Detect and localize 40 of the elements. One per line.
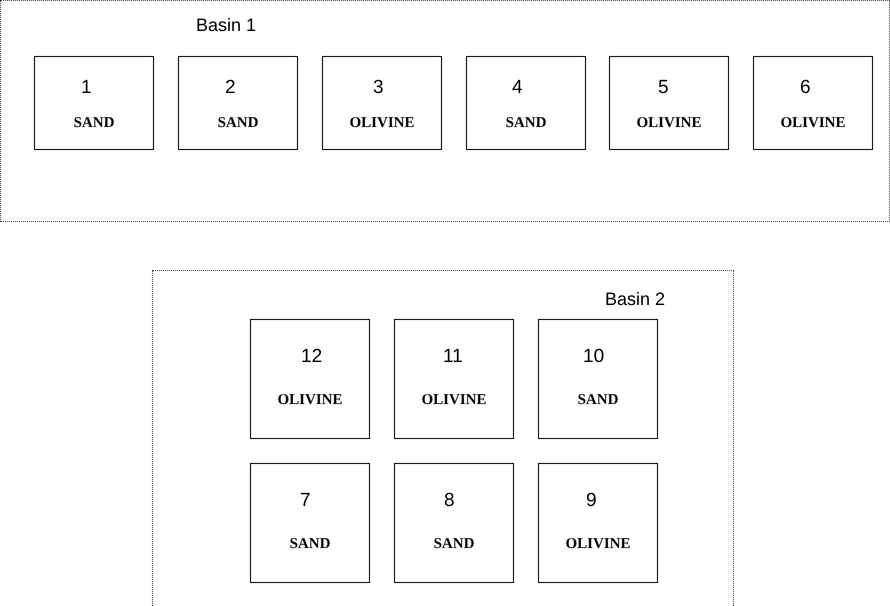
- cell-number: 9: [586, 490, 597, 512]
- basin-area: [0, 0, 890, 222]
- basin-label: Basin 1: [196, 15, 256, 36]
- cell-box: [322, 56, 442, 150]
- material-label: OLIVINE: [635, 115, 703, 132]
- material-label: SAND: [288, 536, 332, 553]
- material-label: OLIVINE: [348, 115, 416, 132]
- cell-box: [753, 56, 873, 150]
- basin-area: [152, 270, 734, 606]
- cell-box: [250, 319, 370, 439]
- material-label: OLIVINE: [276, 392, 344, 409]
- material-label: SAND: [72, 115, 116, 132]
- cell-box: [250, 463, 370, 583]
- cell-number: 2: [225, 77, 236, 99]
- cell-box: [34, 56, 154, 150]
- cell-box: [538, 463, 658, 583]
- cell-number: 3: [373, 77, 384, 99]
- material-label: SAND: [432, 536, 476, 553]
- cell-box: [394, 463, 514, 583]
- cell-box: [538, 319, 658, 439]
- cell-number: 6: [800, 77, 811, 99]
- cell-number: 12: [301, 346, 322, 368]
- material-label: OLIVINE: [564, 536, 632, 553]
- cell-box: [609, 56, 729, 150]
- material-label: OLIVINE: [779, 115, 847, 132]
- cell-number: 11: [443, 346, 463, 368]
- cell-box: [178, 56, 298, 150]
- material-label: SAND: [576, 392, 620, 409]
- cell-number: 1: [81, 77, 92, 99]
- basin-label: Basin 2: [605, 289, 666, 310]
- cell-number: 10: [583, 346, 604, 368]
- cell-number: 4: [512, 77, 523, 99]
- cell-number: 7: [300, 490, 311, 512]
- cell-box: [394, 319, 514, 439]
- material-label: SAND: [216, 115, 260, 132]
- material-label: OLIVINE: [420, 392, 488, 409]
- cell-number: 8: [444, 490, 455, 512]
- cell-box: [466, 56, 586, 150]
- cell-number: 5: [658, 77, 669, 99]
- material-label: SAND: [504, 115, 548, 132]
